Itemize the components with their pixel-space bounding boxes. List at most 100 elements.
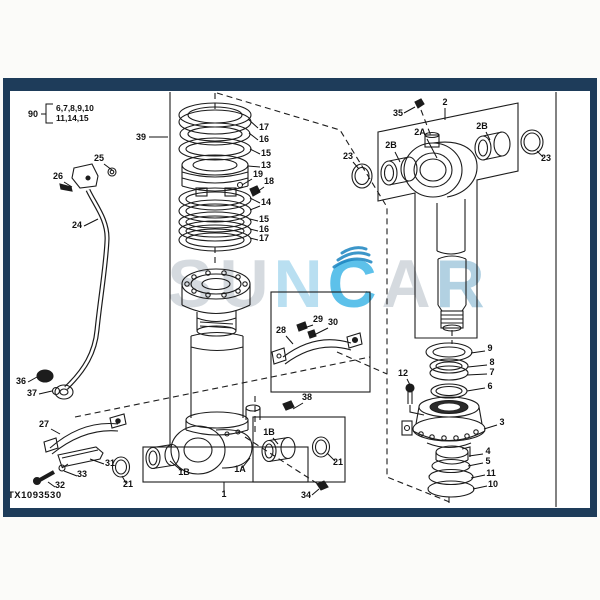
callout-36: 36	[16, 376, 26, 386]
callout-17: 17	[259, 233, 269, 243]
leader-line	[426, 138, 438, 159]
callout-16: 16	[259, 224, 269, 234]
piston-13	[181, 154, 261, 197]
callout-2B: 2B	[385, 140, 397, 150]
leader-line	[483, 424, 498, 430]
leader-line	[470, 474, 486, 479]
callout-24: 24	[72, 220, 82, 230]
leader-line	[285, 335, 294, 345]
callout-29: 29	[313, 314, 323, 324]
bellows-group	[427, 445, 475, 498]
callout-1B: 1B	[178, 467, 190, 477]
group-boxes	[142, 92, 557, 507]
gland-seal-group	[401, 342, 486, 449]
leader-line	[103, 163, 113, 171]
callout-27: 27	[39, 419, 49, 429]
leader-line	[38, 390, 53, 395]
callout-4: 4	[485, 446, 490, 456]
callout-11: 11	[486, 468, 496, 478]
hose-24-group	[36, 163, 117, 400]
callout-35: 35	[393, 108, 403, 118]
callout-2B: 2B	[476, 121, 488, 131]
leader-line	[248, 132, 259, 141]
leader-line	[470, 350, 486, 354]
leader-line	[311, 488, 320, 496]
watermark-letter: A	[381, 246, 430, 322]
leader-line	[256, 186, 265, 193]
leader-line	[249, 228, 259, 232]
callout-19: 19	[253, 169, 263, 179]
leader-line	[468, 453, 484, 457]
leader-line	[326, 452, 336, 462]
callout-18: 18	[264, 176, 274, 186]
callout-2: 2	[442, 97, 447, 107]
callout-1: 1	[221, 489, 226, 499]
leader-line	[249, 237, 259, 241]
clamp-28-group	[271, 321, 363, 365]
callout-5: 5	[485, 456, 490, 466]
watermark-letter: R	[435, 246, 484, 322]
leader-line	[47, 481, 56, 488]
callout-7: 7	[489, 367, 494, 377]
callout-25: 25	[94, 153, 104, 163]
callout-32: 32	[55, 480, 65, 490]
leader-line	[403, 106, 416, 114]
leader-line	[63, 181, 73, 188]
leader-line	[247, 165, 261, 168]
leader-line	[313, 327, 329, 336]
leader-line	[467, 364, 488, 368]
callout-31: 31	[105, 458, 115, 468]
leader-line	[63, 470, 78, 477]
leader-line	[467, 462, 484, 467]
leader-line	[249, 148, 261, 155]
callout-1A: 1A	[234, 464, 246, 474]
callout-8: 8	[489, 357, 494, 367]
bolt-38	[282, 400, 295, 411]
callout-16: 16	[259, 134, 269, 144]
kit-reference-note: 90 6,7,8,9,10 11,14,15	[28, 103, 94, 124]
callout-2A: 2A	[414, 127, 426, 137]
callout-10: 10	[488, 479, 498, 489]
kit-ref-line2: 11,14,15	[56, 113, 89, 123]
callout-15: 15	[259, 214, 269, 224]
cylinder-barrel-assembly	[170, 268, 261, 475]
leader-line	[303, 324, 314, 329]
drawing-number: TX1093530	[10, 490, 62, 501]
leader-line	[249, 205, 261, 211]
bearing-balls	[184, 270, 248, 298]
leader-line	[485, 131, 491, 141]
callout-33: 33	[77, 469, 87, 479]
kit-ref-label: 90	[28, 109, 38, 119]
callout-38: 38	[302, 392, 312, 402]
callout-21: 21	[333, 457, 343, 467]
watermark-letter: S	[167, 246, 212, 322]
leader-line	[466, 373, 488, 376]
leader-line	[249, 218, 259, 222]
callout-26: 26	[53, 171, 63, 181]
leader-line	[241, 178, 253, 186]
callout-34: 34	[301, 490, 311, 500]
watermark-letter: U	[219, 246, 268, 322]
leader-line	[394, 151, 401, 163]
leader-line	[50, 428, 61, 435]
dashed-reference-lines	[74, 92, 453, 507]
leader-line	[466, 387, 486, 392]
piston-seal-stack	[178, 102, 261, 252]
leader-line	[89, 458, 105, 465]
callout-6: 6	[487, 381, 492, 391]
leader-line	[247, 118, 259, 129]
leader-line	[536, 150, 544, 158]
callout-12: 12	[398, 368, 408, 378]
leader-line	[472, 485, 488, 490]
watermark-swoosh-icon	[332, 246, 373, 269]
callout-37: 37	[27, 388, 37, 398]
rod-eye-1a	[170, 425, 253, 475]
callout-23: 23	[541, 153, 551, 163]
clamp-27-group	[32, 413, 127, 486]
callout-15: 15	[261, 148, 271, 158]
callout-30: 30	[328, 317, 338, 327]
callout-21: 21	[123, 479, 133, 489]
